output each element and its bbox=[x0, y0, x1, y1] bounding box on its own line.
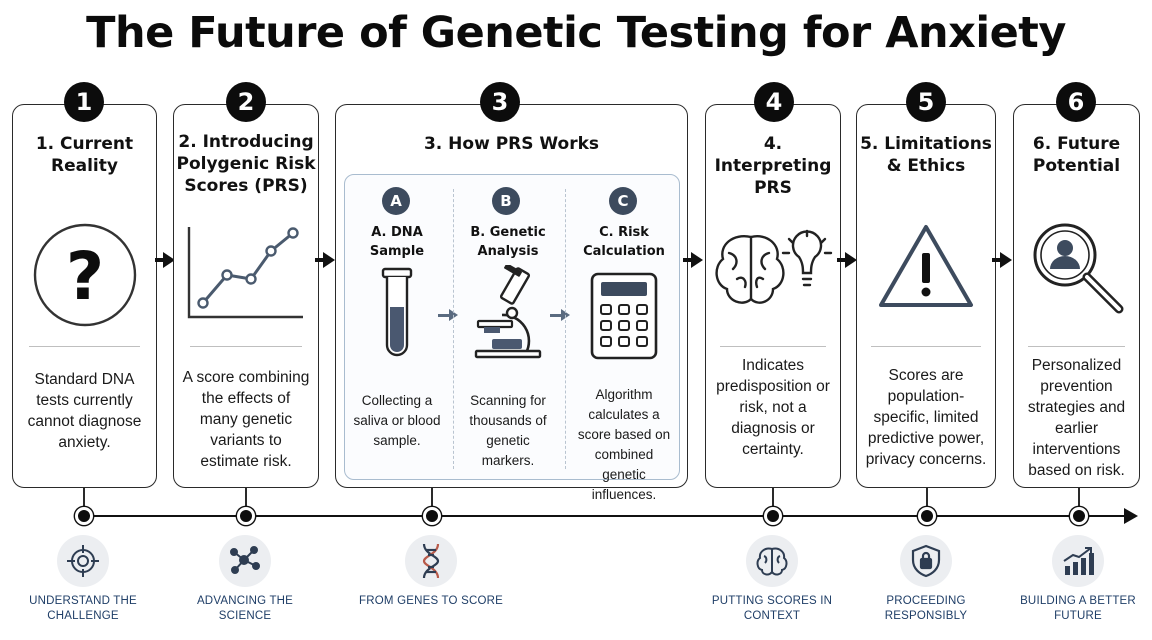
card-description: Indicates predisposition or risk, not a … bbox=[716, 357, 830, 458]
sub-badge-c: C bbox=[609, 187, 637, 215]
microscope-icon bbox=[457, 265, 559, 361]
sub-title: A. DNA Sample bbox=[369, 225, 425, 259]
timeline-stem bbox=[772, 488, 774, 508]
warning-triangle-icon bbox=[857, 221, 995, 311]
timeline-node-3 bbox=[423, 507, 441, 525]
magnifier-person-icon bbox=[1014, 217, 1139, 317]
step-badge-4: 4 bbox=[754, 82, 794, 122]
svg-text:?: ? bbox=[65, 238, 103, 315]
sub-step-risk-calculation: C C. Risk Calculation Algorithm calculat… bbox=[569, 175, 679, 502]
timeline-stem bbox=[245, 488, 247, 508]
sub-description: Algorithm calculates a score based on co… bbox=[577, 387, 671, 502]
card-title: 6. Future Potential bbox=[1032, 134, 1121, 176]
card-title: 2. Introducing Polygenic Risk Scores (PR… bbox=[176, 132, 316, 196]
divider bbox=[1028, 346, 1125, 347]
brain-lightbulb-icon bbox=[706, 229, 840, 309]
step-badge-1: 1 bbox=[64, 82, 104, 122]
page-title: The Future of Genetic Testing for Anxiet… bbox=[86, 8, 1066, 58]
timeline-label: ADVANCING THE SCIENCE bbox=[196, 595, 294, 622]
sub-step-genetic-analysis: B B. Genetic Analysis Scanning for thous… bbox=[457, 175, 559, 479]
test-tube-icon bbox=[345, 267, 449, 363]
question-mark-icon: ? bbox=[13, 223, 156, 327]
flow-arrow bbox=[992, 252, 1012, 268]
timeline-stem bbox=[431, 488, 433, 508]
flow-arrow bbox=[837, 252, 857, 268]
line-chart-icon bbox=[174, 223, 318, 323]
card-description: A score combining the effects of many ge… bbox=[182, 369, 310, 470]
timeline-label: FROM GENES TO SCORE bbox=[359, 595, 503, 607]
calculator-icon bbox=[569, 271, 679, 361]
timeline-node-5 bbox=[918, 507, 936, 525]
timeline-node-1 bbox=[75, 507, 93, 525]
timeline-line bbox=[82, 515, 1126, 517]
card-title: 4. Interpreting PRS bbox=[714, 134, 832, 198]
growth-chart-icon bbox=[1052, 535, 1104, 587]
timeline-stem bbox=[1078, 488, 1080, 508]
molecule-network-icon bbox=[219, 535, 271, 587]
step-card-limitations-ethics: 5. Limitations & Ethics Scores are popul… bbox=[856, 104, 996, 488]
sub-separator bbox=[453, 189, 454, 469]
flow-arrow bbox=[683, 252, 703, 268]
step-card-current-reality: 1. Current Reality ? Standard DNA tests … bbox=[12, 104, 157, 488]
step-badge-6: 6 bbox=[1056, 82, 1096, 122]
timeline-label: UNDERSTAND THE CHALLENGE bbox=[29, 595, 137, 622]
divider bbox=[29, 346, 140, 347]
shield-lock-icon bbox=[900, 535, 952, 587]
divider bbox=[720, 346, 826, 347]
sub-badge-b: B bbox=[492, 187, 520, 215]
timeline-node-6 bbox=[1070, 507, 1088, 525]
divider bbox=[190, 346, 302, 347]
card-description: Scores are population-specific, limited … bbox=[865, 367, 987, 468]
card-title: 3. How PRS Works bbox=[423, 134, 600, 154]
divider bbox=[871, 346, 981, 347]
sub-separator bbox=[565, 189, 566, 469]
target-crosshair-icon bbox=[57, 535, 109, 587]
timeline-label: PROCEEDING RESPONSIBLY bbox=[884, 595, 968, 622]
sub-title: B. Genetic Analysis bbox=[470, 225, 546, 259]
step-badge-5: 5 bbox=[906, 82, 946, 122]
card-description: Standard DNA tests currently cannot diag… bbox=[27, 371, 142, 451]
sub-title: C. Risk Calculation bbox=[583, 225, 665, 259]
flow-arrow bbox=[315, 252, 335, 268]
step-card-future-potential: 6. Future Potential Personalized prevent… bbox=[1013, 104, 1140, 488]
card-description: Personalized prevention strategies and e… bbox=[1027, 357, 1126, 479]
step-card-interpreting-prs: 4. Interpreting PRS Indicates predisposi… bbox=[705, 104, 841, 488]
timeline-arrowhead bbox=[1124, 508, 1138, 524]
timeline-label: PUTTING SCORES IN CONTEXT bbox=[711, 595, 833, 622]
how-prs-works-panel: A A. DNA Sample Collecting a saliva or b… bbox=[344, 174, 680, 502]
card-title: 1. Current Reality bbox=[35, 134, 134, 176]
card-title: 5. Limitations & Ethics bbox=[860, 134, 992, 176]
step-badge-3: 3 bbox=[480, 82, 520, 122]
dna-helix-icon bbox=[405, 535, 457, 587]
step-card-introducing-prs: 2. Introducing Polygenic Risk Scores (PR… bbox=[173, 104, 319, 488]
timeline-stem bbox=[83, 488, 85, 508]
flow-arrow bbox=[155, 252, 175, 268]
sub-description: Collecting a saliva or blood sample. bbox=[353, 393, 441, 448]
sub-badge-a: A bbox=[382, 187, 410, 215]
timeline-node-2 bbox=[237, 507, 255, 525]
timeline-label: BUILDING A BETTER FUTURE bbox=[1020, 595, 1136, 622]
brain-icon bbox=[746, 535, 798, 587]
timeline-stem bbox=[926, 488, 928, 508]
sub-step-dna-sample: A A. DNA Sample Collecting a saliva or b… bbox=[345, 175, 449, 479]
timeline-node-4 bbox=[764, 507, 782, 525]
step-badge-2: 2 bbox=[226, 82, 266, 122]
sub-description: Scanning for thousands of genetic marker… bbox=[469, 393, 547, 468]
